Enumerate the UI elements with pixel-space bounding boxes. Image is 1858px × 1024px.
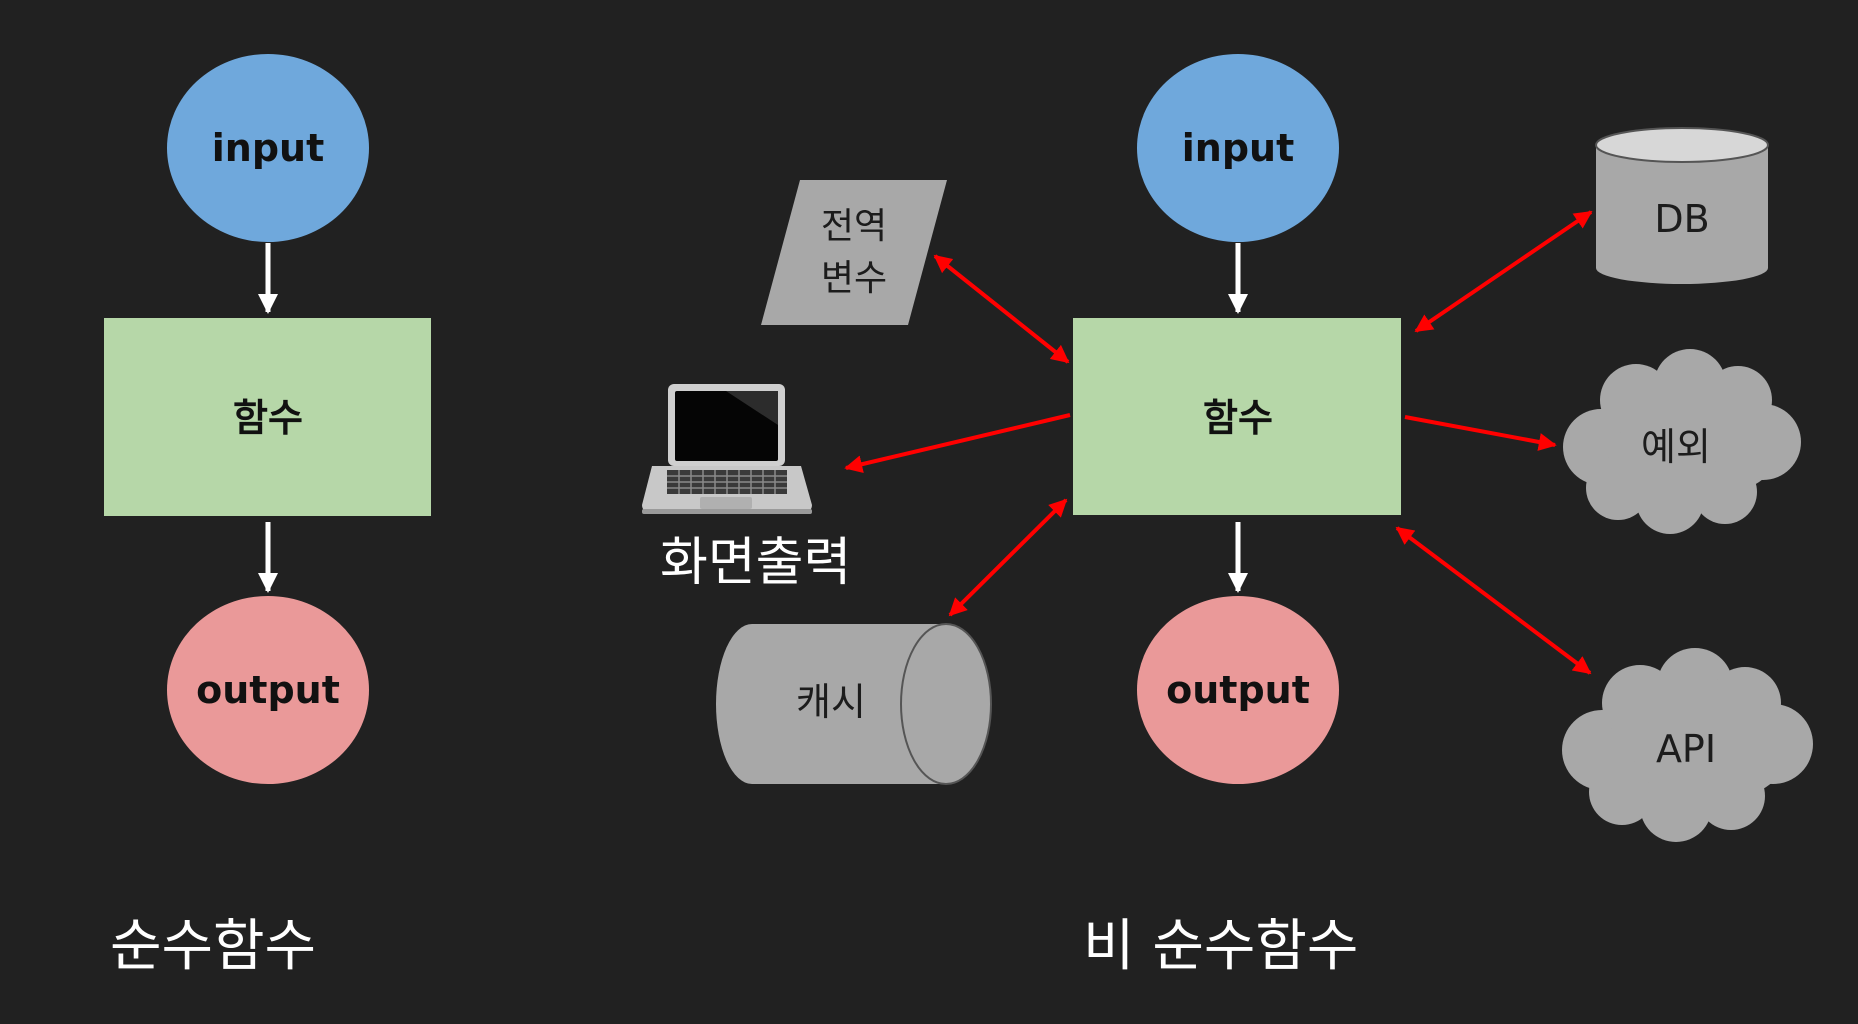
pure-function-caption: 순수함수 — [110, 914, 316, 979]
arrow-function-cache — [948, 498, 1068, 617]
arrow-function-to-screen-output — [844, 413, 1071, 474]
pure-input-label: input — [212, 126, 325, 170]
db-cylinder — [1595, 127, 1769, 284]
api-cloud — [1562, 648, 1813, 842]
db-label: DB — [1654, 197, 1709, 241]
impure-input-node — [1137, 54, 1339, 242]
global-variable-parallelogram — [761, 180, 947, 325]
pure-function-label: 함수 — [233, 396, 303, 440]
impure-function-group: input 함수 output 전역 변수 화면출력 캐시 — [642, 54, 1813, 979]
cache-label: 캐시 — [796, 680, 866, 724]
cache-cylinder — [716, 623, 992, 785]
pure-input-node — [167, 54, 369, 242]
pure-function-box — [104, 318, 431, 516]
exception-label: 예외 — [1641, 425, 1711, 469]
screen-output-label: 화면출력 — [660, 533, 851, 593]
impure-function-caption: 비 순수함수 — [1083, 914, 1358, 979]
exception-cloud — [1563, 349, 1801, 534]
arrow-function-api — [1395, 526, 1592, 675]
arrow-function-db — [1414, 210, 1593, 333]
global-variable-label-line2: 변수 — [821, 258, 887, 299]
api-label: API — [1656, 727, 1716, 771]
pure-output-label: output — [196, 668, 340, 712]
pure-output-node — [167, 596, 369, 784]
global-variable-label-line1: 전역 — [821, 206, 887, 247]
pure-function-group: input 함수 output 순수함수 — [104, 54, 431, 979]
laptop-icon — [642, 384, 812, 514]
impure-function-box — [1073, 318, 1401, 515]
impure-output-node — [1137, 596, 1339, 784]
impure-input-label: input — [1182, 126, 1295, 170]
impure-output-label: output — [1166, 668, 1310, 712]
arrow-function-global-variable — [933, 254, 1070, 364]
impure-function-label: 함수 — [1203, 396, 1273, 440]
arrow-function-to-exception — [1404, 415, 1557, 451]
